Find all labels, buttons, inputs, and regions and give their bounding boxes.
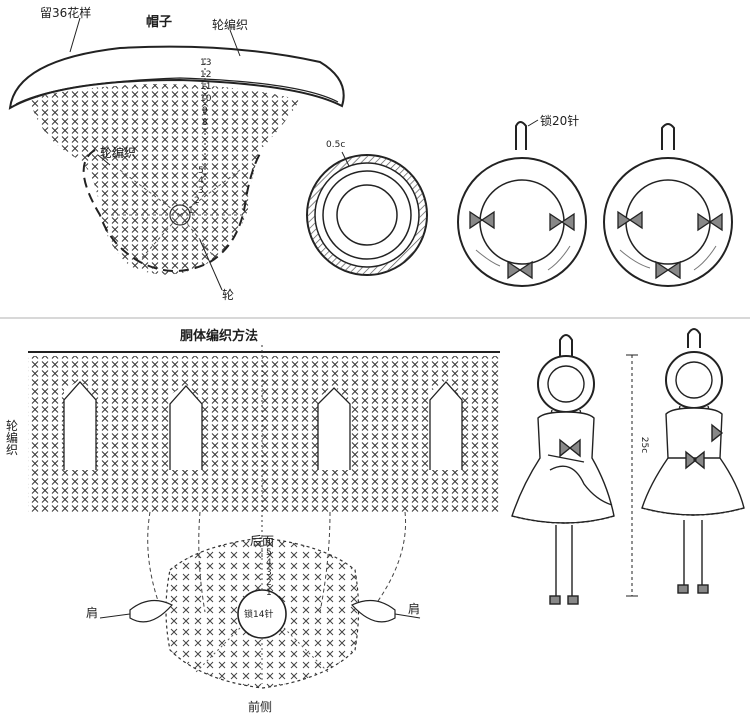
body-chart	[28, 345, 500, 689]
hat-row-label-10: 10	[200, 94, 212, 104]
body-round-label-2: 2	[266, 578, 272, 588]
hat-brim-outline	[8, 45, 345, 110]
body-front-label: 前侧	[248, 700, 273, 714]
hat-loop-note: 锁20针	[540, 114, 580, 128]
hat-title: 帽子	[146, 15, 173, 30]
hat-center-label-5: 5	[198, 166, 204, 176]
doll-front	[511, 334, 615, 605]
hat-note-round-inner: 轮编织	[100, 146, 137, 160]
hat-views	[457, 119, 733, 287]
body-stitch-field	[28, 356, 500, 512]
body-back-label: 后面	[250, 534, 275, 548]
hat-note-ring: 轮	[222, 288, 235, 302]
hat-row-label-11: 11	[200, 82, 212, 92]
body-round-label-4: 4	[266, 558, 272, 568]
body-side-label: 轮编织	[6, 419, 19, 457]
hat-stitch-field	[30, 84, 300, 275]
hat-row-label-13: 13	[200, 58, 212, 68]
shoulder-left-label: 肩	[86, 606, 99, 620]
hat-row-label-12: 12	[200, 70, 212, 80]
doll-side	[641, 328, 745, 594]
body-title: 胴体编织方法	[180, 329, 259, 344]
body-round-label-1: 1	[266, 588, 272, 598]
hat-center-label-2: 2	[194, 196, 200, 206]
hat-row-label-8: 8	[202, 118, 208, 128]
body-round-label-3: 3	[266, 568, 272, 578]
hat-chart	[8, 17, 345, 291]
hat-view-left	[457, 121, 587, 287]
doll-figures	[511, 328, 745, 605]
chain-14-label: 锁14针	[244, 610, 274, 620]
hat-center-label-1: 1	[188, 206, 194, 216]
doll-height-label: 25c	[639, 436, 650, 454]
hat-center-label-3: 3	[198, 186, 204, 196]
brim-thickness-label: 0.5c	[326, 140, 346, 150]
hat-center-label-4: 4	[198, 176, 204, 186]
body-round-label-5: 5	[266, 548, 272, 558]
hat-view-right	[603, 123, 733, 287]
hat-crown-dashed	[82, 149, 263, 272]
brim-ring-diagram	[306, 151, 428, 276]
hat-row-label-9: 9	[202, 106, 208, 116]
hat-note-round-edge: 轮编织	[212, 18, 249, 32]
note-keep-36-pattern: 留36花样	[40, 6, 92, 20]
shoulder-right-label: 肩	[408, 602, 421, 616]
